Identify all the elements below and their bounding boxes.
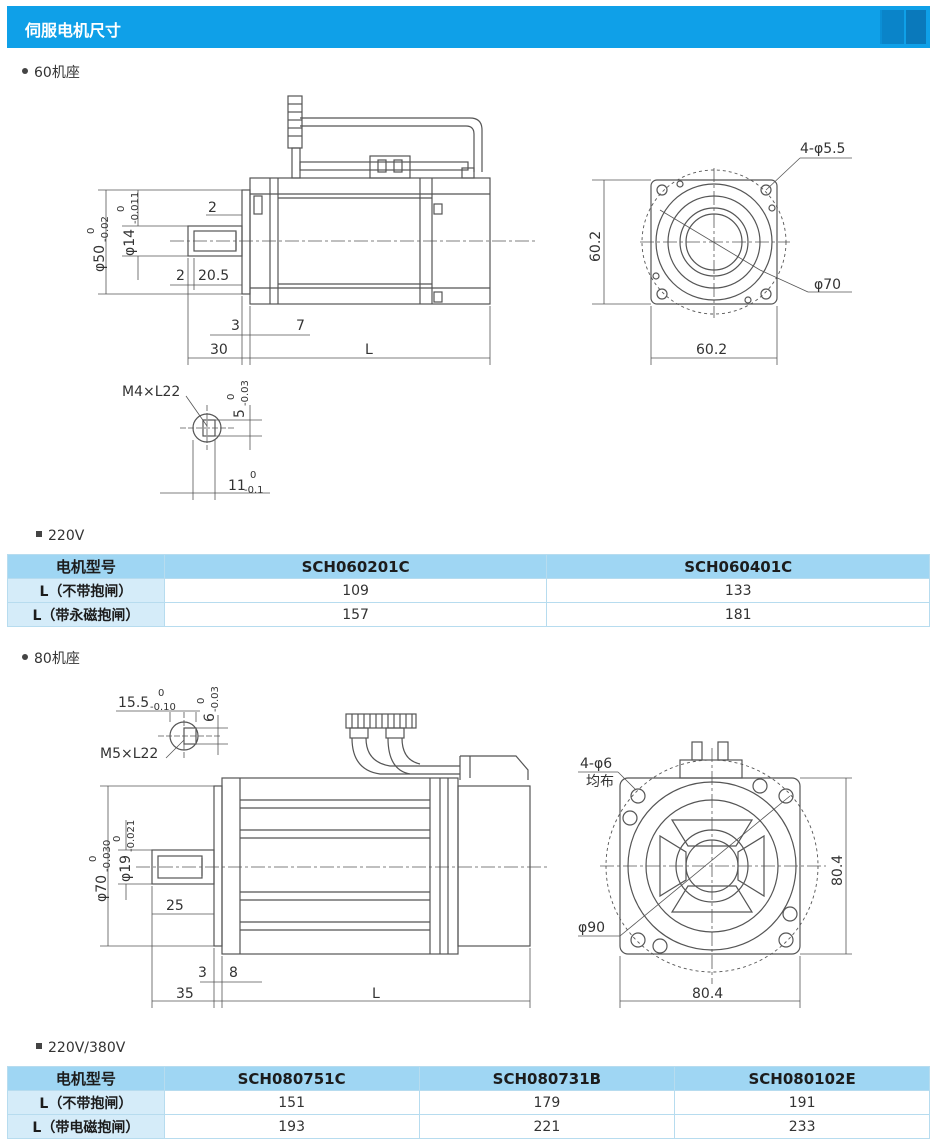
dim-key-11-tol: -0.1 [244, 485, 264, 496]
dim-phi70-tol: -0.030 [102, 840, 113, 872]
dim-phi14-tol0: 0 [116, 206, 127, 212]
row-header-cell: L（带电磁抱闸） [7, 1114, 165, 1139]
dim-2: 2 [176, 268, 185, 284]
table-cell: 133 [546, 578, 930, 603]
dim-phi14-tol: -0.011 [130, 192, 141, 224]
table-row: L（不带抱闸） 151 179 191 [7, 1090, 930, 1115]
dim-phi19-tol0: 0 [112, 836, 123, 842]
flange-holes-60: 4-φ5.5 [800, 141, 845, 157]
bullet-icon [22, 68, 28, 74]
header-decoration [882, 10, 904, 44]
table-header-cell: SCH080731B [418, 1066, 676, 1091]
dim-8: 8 [229, 965, 238, 981]
table-row: L（带电磁抱闸） 193 221 233 [7, 1114, 930, 1139]
table-header-cell: SCH060401C [546, 554, 930, 579]
dim-key-15-5-tol: -0.10 [150, 702, 176, 713]
dim-phi19-tol: -0.021 [126, 820, 137, 852]
table-header-cell: 电机型号 [7, 1066, 165, 1091]
table-cell: 151 [163, 1090, 420, 1115]
dim-phi70-tol0: 0 [88, 856, 99, 862]
flange-holes-80: 4-φ6 [580, 756, 612, 772]
spec-table-60: 电机型号 SCH060201C SCH060401C L（不带抱闸） 109 1… [7, 554, 930, 627]
dim-phi50: φ50 [92, 245, 108, 272]
dim-L: L [365, 342, 373, 358]
table-cell: 109 [163, 578, 548, 603]
dim-key-6-tol0: 0 [196, 698, 207, 704]
voltage-60-label: 220V [36, 528, 84, 544]
bullet-icon [36, 1043, 42, 1049]
table-header-cell: SCH060201C [163, 554, 548, 579]
width-60: 60.2 [696, 342, 727, 358]
pcd-80: φ90 [578, 920, 605, 936]
dim-key-6-tol: -0.03 [210, 686, 221, 712]
dim-phi14: φ14 [122, 229, 138, 256]
dim-key-11-tol0: 0 [250, 470, 256, 481]
dim-2-top: 2 [208, 200, 217, 216]
thread-m5: M5×L22 [100, 746, 158, 762]
section-60-label: 60机座 [22, 62, 80, 82]
table-header-cell: 电机型号 [7, 554, 165, 579]
dim-3-80: 3 [198, 965, 207, 981]
dim-key-5-tol0: 0 [226, 394, 237, 400]
dim-key-5: 5 [232, 409, 248, 418]
dim-key-15-5: 15.5 [118, 695, 149, 711]
dim-35: 35 [176, 986, 194, 1002]
table-cell: 181 [546, 602, 930, 627]
dim-phi70: φ70 [94, 875, 110, 902]
dim-L-80: L [372, 986, 380, 1002]
table-cell: 193 [163, 1114, 420, 1139]
dim-30: 30 [210, 342, 228, 358]
row-header-cell: L（不带抱闸） [7, 578, 165, 603]
height-80: 80.4 [830, 855, 846, 886]
header-decoration [906, 10, 926, 44]
table-row: L（带永磁抱闸） 157 181 [7, 602, 930, 627]
row-header-cell: L（不带抱闸） [7, 1090, 165, 1115]
table-header-row: 电机型号 SCH060201C SCH060401C [7, 554, 930, 579]
width-80: 80.4 [692, 986, 723, 1002]
table-header-cell: SCH080751C [163, 1066, 420, 1091]
table-cell: 157 [163, 602, 548, 627]
motor-60-drawing: 2 2 20.5 3 7 30 L φ50 -0.02 0 φ14 -0.011… [86, 95, 852, 500]
motor-80-drawing: 15.5 -0.10 0 6 -0.03 0 M5×L22 [88, 686, 852, 1008]
table-cell: 179 [418, 1090, 676, 1115]
table-header-row: 电机型号 SCH080751C SCH080731B SCH080102E [7, 1066, 930, 1091]
table-cell: 221 [418, 1114, 676, 1139]
spec-table-80: 电机型号 SCH080751C SCH080731B SCH080102E L（… [7, 1066, 930, 1139]
section-header: 伺服电机尺寸 [7, 6, 930, 48]
voltage-80-label: 220V/380V [36, 1040, 125, 1056]
row-header-cell: L（带永磁抱闸） [7, 602, 165, 627]
table-row: L（不带抱闸） 109 133 [7, 578, 930, 603]
bullet-icon [22, 654, 28, 660]
dim-phi50-tol0: 0 [86, 228, 97, 234]
dim-25: 25 [166, 898, 184, 914]
dim-key-15-5-tol0: 0 [158, 688, 164, 699]
pcd-60: φ70 [814, 277, 841, 293]
dim-7: 7 [296, 318, 305, 334]
dim-20-5: 20.5 [198, 268, 229, 284]
table-cell: 233 [674, 1114, 930, 1139]
height-60: 60.2 [588, 231, 604, 262]
dim-key-6: 6 [202, 713, 218, 722]
flange-holes-80-note: 均布 [586, 774, 614, 790]
table-cell: 191 [674, 1090, 930, 1115]
dim-phi19: φ19 [118, 855, 134, 882]
dim-key-5-tol: -0.03 [240, 380, 251, 406]
section-80-label: 80机座 [22, 648, 80, 668]
table-header-cell: SCH080102E [674, 1066, 930, 1091]
dim-key-11: 11 [228, 478, 246, 494]
page-title: 伺服电机尺寸 [25, 21, 122, 40]
thread-m4: M4×L22 [122, 384, 180, 400]
dim-phi50-tol: -0.02 [100, 216, 111, 242]
dim-3: 3 [231, 318, 240, 334]
bullet-icon [36, 531, 42, 537]
